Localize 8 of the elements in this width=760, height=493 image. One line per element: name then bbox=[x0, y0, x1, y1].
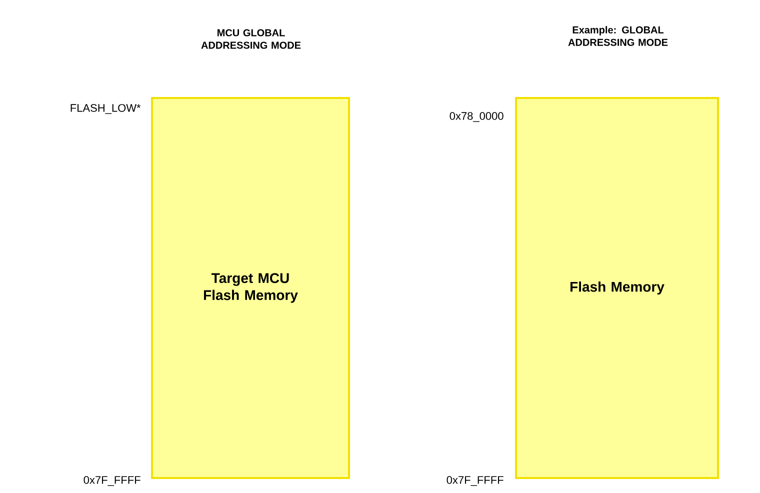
heading: Example: GLOBAL ADDRESSING MODE bbox=[568, 26, 668, 46]
address-label: 0x7F_FFFF bbox=[446, 476, 504, 486]
memory-block: Flash Memory bbox=[515, 97, 719, 479]
address-label: 0x7F_FFFF bbox=[84, 476, 140, 486]
heading: MCU GLOBAL ADDRESSING MODE bbox=[201, 29, 301, 49]
memory-block: Target MCU Flash Memory bbox=[151, 97, 350, 479]
address-label: FLASH_LOW* bbox=[70, 104, 141, 114]
address-label: 0x78_0000 bbox=[450, 112, 504, 122]
